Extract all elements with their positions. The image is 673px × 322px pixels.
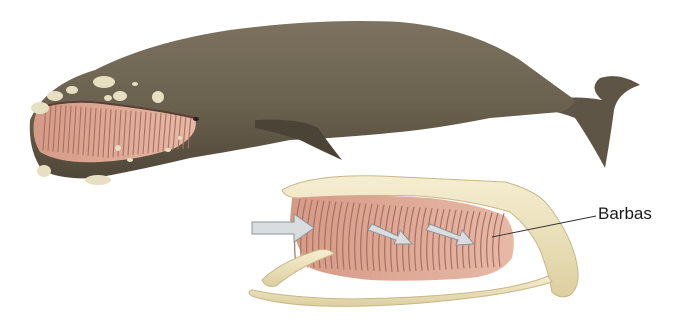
whale-eye [193, 117, 199, 121]
baleen-apparatus [249, 176, 596, 307]
label-barbas: Barbas [598, 204, 652, 224]
whale [30, 21, 640, 185]
